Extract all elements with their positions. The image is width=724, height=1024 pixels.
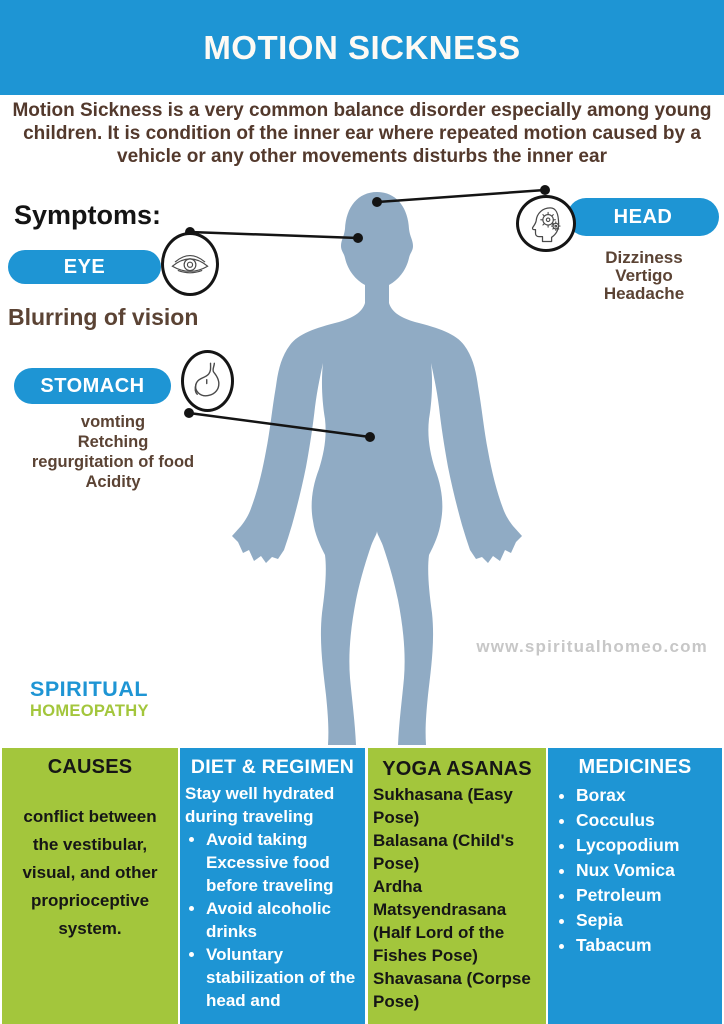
title-bar: MOTION SICKNESS: [0, 0, 724, 95]
panel-yoga: YOGA ASANAS Sukhasana (Easy Pose)Balasan…: [368, 748, 546, 1024]
connector-lines: [188, 188, 546, 439]
yoga-item: Shavasana (Corpse Pose): [373, 969, 531, 1011]
yoga-item: Balasana (Child's Pose): [373, 831, 515, 873]
connector-line-eye: [189, 230, 359, 240]
connector-dots: [184, 185, 550, 442]
medicine-item: Borax: [576, 783, 720, 808]
body-silhouette: [232, 192, 522, 745]
logo-line1: SPIRITUAL: [30, 677, 148, 701]
medicines-items-list: BoraxCocculusLycopodiumNux VomicaPetrole…: [548, 783, 722, 958]
medicine-item: Sepia: [576, 908, 720, 933]
medicine-item: Petroleum: [576, 883, 720, 908]
head-symptom: Dizziness: [605, 248, 683, 267]
causes-text: conflict between the vestibular, visual,…: [22, 807, 158, 938]
diet-items-list: Avoid taking Excessive food before trave…: [180, 828, 365, 1012]
symptoms-heading: Symptoms:: [14, 200, 162, 230]
yoga-items-list: Sukhasana (Easy Pose)Balasana (Child's P…: [373, 783, 544, 1013]
eye-label: EYE: [63, 255, 106, 278]
medicine-item: Tabacum: [576, 933, 720, 958]
diet-item: Avoid taking Excessive food before trave…: [206, 828, 363, 897]
stomach-symptom: Acidity: [85, 473, 141, 491]
diet-item: Voluntary stabilization of the head and: [206, 943, 363, 1012]
yoga-heading: YOGA ASANAS: [382, 758, 532, 780]
logo-line2: HOMEOPATHY: [30, 701, 149, 720]
diet-item: Avoid alcoholic drinks: [206, 897, 363, 943]
medicine-item: Lycopodium: [576, 833, 720, 858]
medicine-item: Cocculus: [576, 808, 720, 833]
stomach-label: STOMACH: [40, 374, 145, 397]
watermark-url: www.spiritualhomeo.com: [476, 637, 708, 656]
spiritual-homeopathy-logo: SPIRITUAL HOMEOPATHY: [30, 677, 149, 720]
head-label: HEAD: [613, 205, 673, 228]
info-panels: CAUSES conflict between the vestibular, …: [0, 748, 724, 1024]
stomach-symptom: Retching: [77, 433, 149, 451]
stomach-label-pill: STOMACH: [14, 368, 171, 404]
causes-heading: CAUSES: [47, 756, 133, 778]
yoga-item: Sukhasana (Easy Pose): [373, 785, 513, 827]
head-symptom: Headache: [603, 284, 685, 303]
eye-label-pill: EYE: [8, 250, 161, 284]
connector-line-head: [376, 188, 546, 204]
head-symptom: Vertigo: [615, 266, 673, 285]
panel-diet: DIET & REGIMEN Stay well hydrated during…: [180, 748, 365, 1024]
medicine-item: Nux Vomica: [576, 858, 720, 883]
stomach-symptom: vomting: [80, 413, 146, 431]
connector-line-stomach: [188, 411, 371, 439]
stomach-symptom: regurgitation of food: [31, 453, 195, 471]
medicines-heading: MEDICINES: [578, 756, 692, 778]
diet-intro: Stay well hydrated during traveling: [185, 784, 335, 826]
panel-causes: CAUSES conflict between the vestibular, …: [2, 748, 178, 1024]
yoga-item: Ardha Matsyendrasana (Half Lord of the F…: [373, 877, 507, 965]
head-gears-icon: [516, 195, 576, 252]
page-title: MOTION SICKNESS: [203, 28, 521, 66]
stomach-icon: [181, 350, 234, 412]
eye-symptom-text: Blurring of vision: [8, 304, 199, 330]
intro-text: Motion Sickness is a very common balance…: [12, 100, 712, 167]
head-label-pill: HEAD: [567, 198, 719, 236]
panel-medicines: MEDICINES BoraxCocculusLycopodiumNux Vom…: [548, 748, 722, 1024]
diet-heading: DIET & REGIMEN: [190, 756, 355, 778]
eye-icon: [161, 232, 219, 296]
